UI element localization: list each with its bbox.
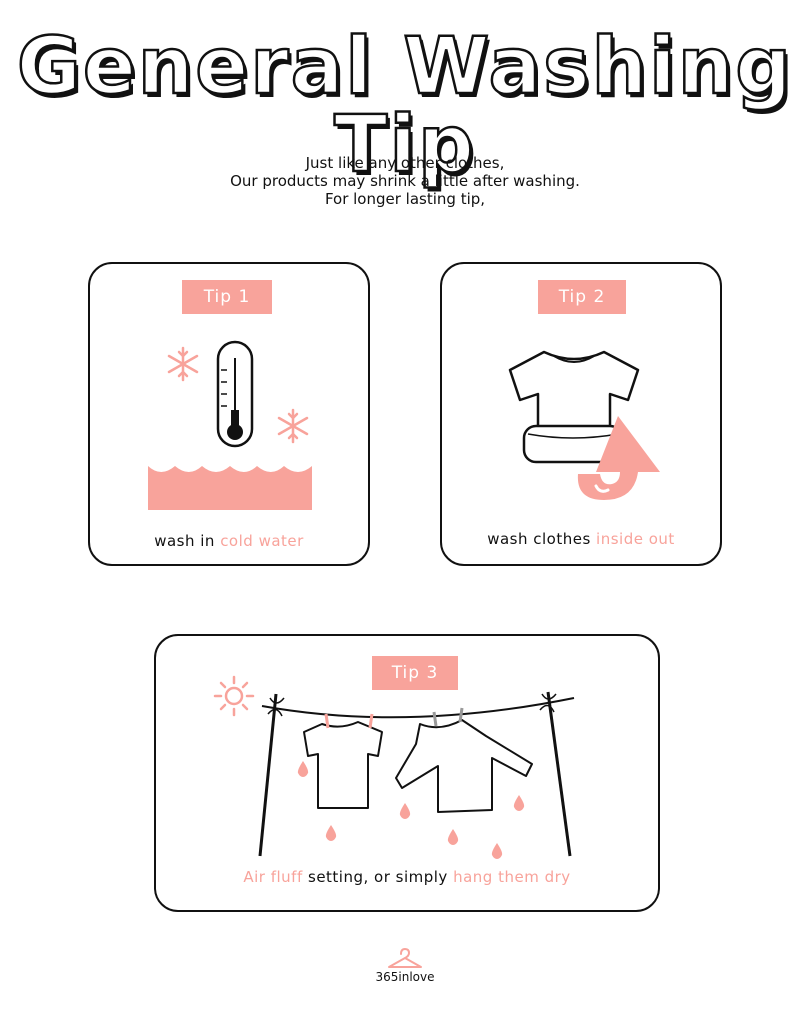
turn-arrow-icon xyxy=(577,416,660,500)
tip-3-caption: Air fluff setting, or simply hang them d… xyxy=(156,868,658,886)
intro-line-2: Our products may shrink a little after w… xyxy=(230,172,580,190)
tshirt-icon xyxy=(508,350,640,464)
tip-1-caption: wash in cold water xyxy=(90,532,368,550)
intro-line-1: Just like any other clothes, xyxy=(305,154,505,172)
clothesline-icon xyxy=(258,691,575,857)
water-drop-icon xyxy=(513,795,525,811)
snowflake-icon xyxy=(277,408,309,444)
tip-1-caption-highlight: cold water xyxy=(220,532,304,550)
brand-name: 365inlove xyxy=(375,970,435,984)
water-drop-icon xyxy=(447,829,459,845)
water-wave-icon xyxy=(148,466,312,510)
water-drop-icon xyxy=(491,843,503,859)
sun-icon xyxy=(213,675,255,717)
tip-2-card: Tip 2 wash clothes inside out xyxy=(440,262,722,566)
tip-3-caption-highlight-1: Air fluff xyxy=(243,868,303,886)
tip-1-label: Tip 1 xyxy=(182,280,272,314)
water-drop-icon xyxy=(399,803,411,819)
intro-line-3: For longer lasting tip, xyxy=(324,190,486,208)
tip-1-card: Tip 1 wash in cold water xyxy=(88,262,370,566)
snowflake-icon xyxy=(167,346,199,382)
tip-3-caption-text: setting, or simply xyxy=(302,868,454,886)
tip-2-caption-text: wash clothes xyxy=(487,530,597,548)
hanger-icon xyxy=(388,948,422,968)
tip-3-card: Tip 3 Air fluff setting, or simpl xyxy=(154,634,660,912)
water-drop-icon xyxy=(297,761,309,777)
water-drop-icon xyxy=(325,825,337,841)
tip-2-caption: wash clothes inside out xyxy=(442,530,720,548)
tip-3-caption-highlight-2: hang them dry xyxy=(453,868,571,886)
thermometer-icon xyxy=(216,340,254,448)
tip-2-caption-highlight: inside out xyxy=(596,530,675,548)
brand-logo: 365inlove xyxy=(0,948,810,984)
tip-3-label: Tip 3 xyxy=(372,656,458,690)
page-title: General Washing Tip xyxy=(16,22,794,190)
tip-1-caption-text: wash in xyxy=(154,532,221,550)
tip-2-label: Tip 2 xyxy=(538,280,626,314)
intro-text: Just like any other clothes, Our product… xyxy=(0,154,810,208)
